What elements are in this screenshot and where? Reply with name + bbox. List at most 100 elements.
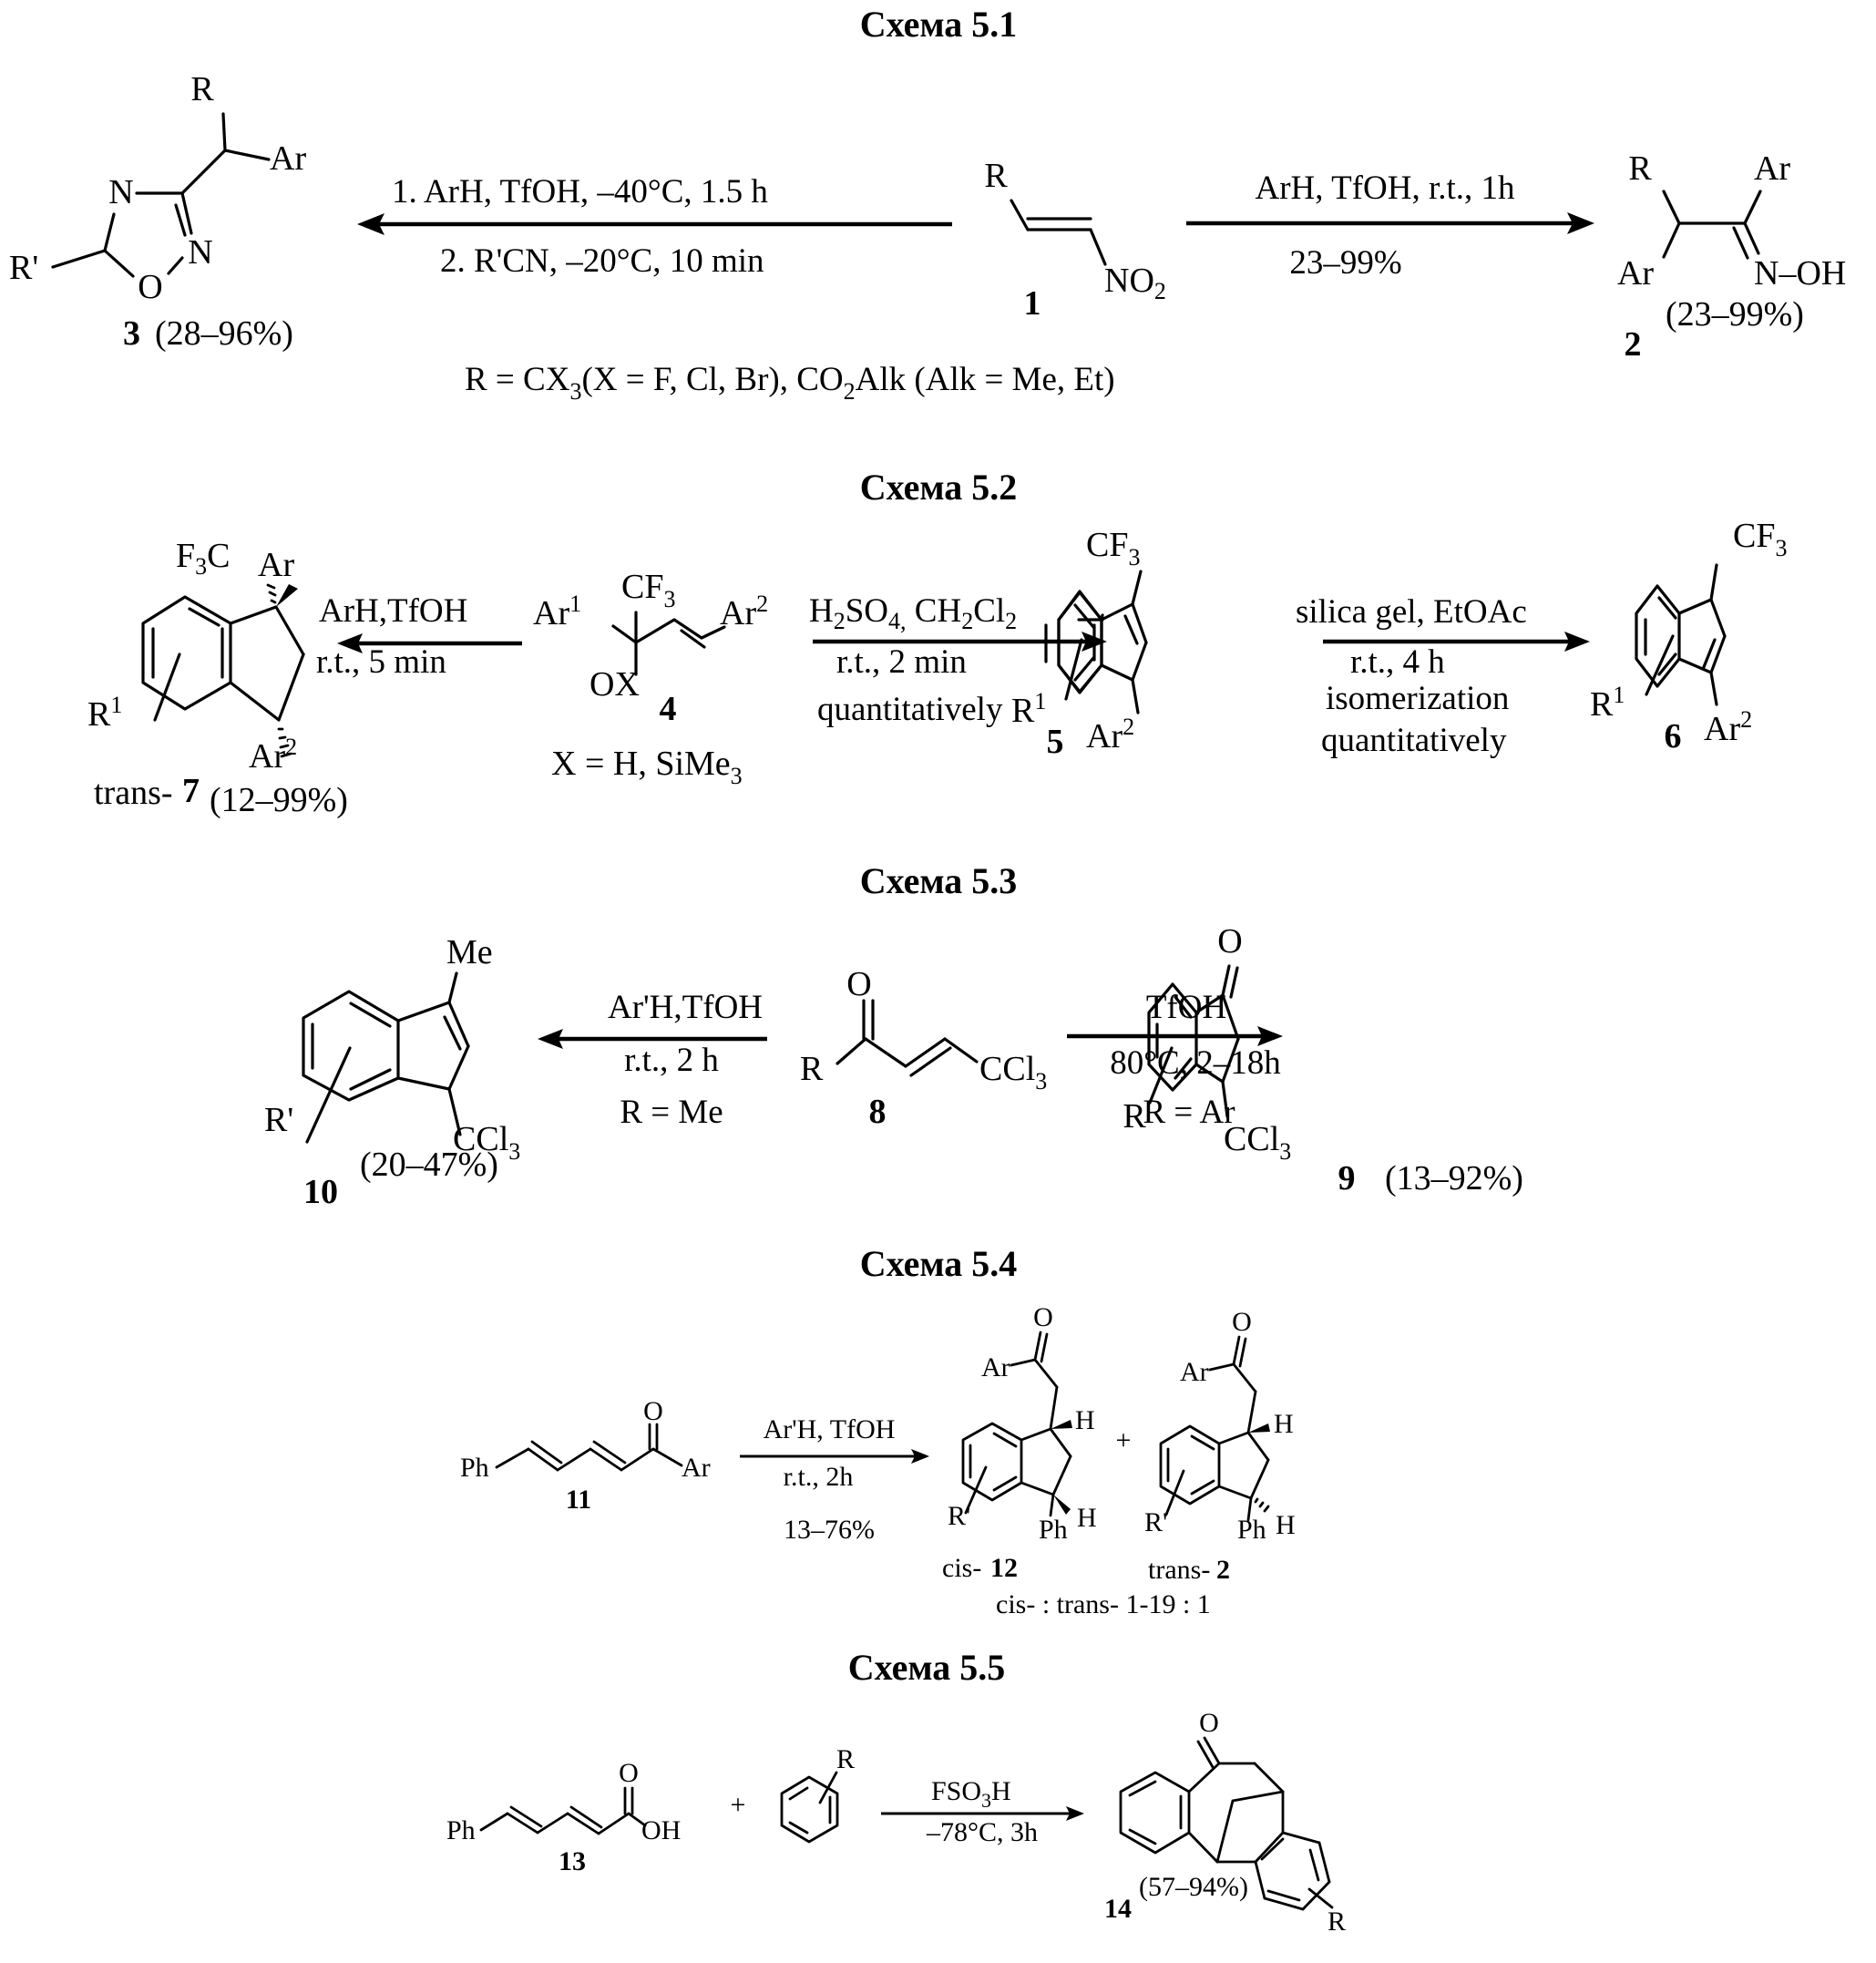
label-Ph: Ph [460, 1453, 489, 1483]
compound-number: 14 [1104, 1894, 1132, 1924]
yield-label: (28–96%) [155, 314, 293, 353]
label-R1: R1 [1590, 682, 1625, 724]
yield-line: 13–76% [784, 1515, 875, 1545]
yield-label: (57–94%) [1139, 1872, 1248, 1902]
arrow-head [1564, 632, 1590, 652]
label-Ph: Ph [1237, 1515, 1266, 1545]
label-Ar: Ar [1617, 254, 1654, 293]
condition-line-1: silica gel, EtOAc [1296, 593, 1527, 631]
condition-line-1: ArH, TfOH, r.t., 1h [1255, 170, 1515, 207]
label-R: R [190, 70, 214, 108]
label-Ph: Ph [1039, 1515, 1068, 1545]
arrow-head [1567, 212, 1594, 234]
label-N: N [108, 173, 133, 211]
compound-5-structure [1044, 570, 1148, 714]
compound-number: 13 [559, 1846, 586, 1876]
compound-14-structure [1119, 1736, 1334, 1911]
label-Ph: Ph [446, 1815, 476, 1845]
label-Ar2: Ar2 [1086, 714, 1134, 755]
label-F3C: F3C [176, 537, 231, 580]
compound-4-structure [611, 611, 726, 676]
label-CF3: CF3 [1086, 526, 1140, 570]
condition-line-2: r.t., 5 min [316, 643, 446, 681]
label-Ar2: Ar2 [1704, 706, 1752, 748]
condition-line-4: quantitatively [1321, 722, 1507, 759]
compound-10-structure [302, 971, 470, 1144]
condition-line-1: FSO3H [931, 1776, 1011, 1812]
label-OX: OX [589, 665, 640, 704]
compound-number: 5 [1047, 723, 1064, 761]
label-OH: OH [641, 1815, 681, 1845]
condition-line-1: 1. ArH, TfOH, –40°C, 1.5 h [392, 173, 768, 211]
compound-number: 7 [182, 772, 200, 810]
compound-8-structure [835, 999, 979, 1077]
condition-line-3: quantitatively [817, 691, 1003, 728]
label-R-prime: R' [948, 1501, 970, 1531]
label-R: R [984, 157, 1008, 195]
scheme-title: Схема 5.1 [860, 4, 1018, 45]
arrow-head [337, 633, 363, 653]
label-O: O [1199, 1708, 1219, 1738]
label-CF3: CF3 [1733, 517, 1787, 561]
compound-number: 4 [660, 690, 677, 728]
scheme-5-3: Схема 5.3 Me R' CCl3 (20–47%) 10 Ar'H,Tf… [264, 860, 1523, 1211]
compound-prefix: trans- [94, 774, 173, 812]
compound-13-structure [479, 1786, 647, 1835]
plus-sign: + [1116, 1425, 1132, 1455]
label-R: R [1628, 149, 1652, 188]
arrow-head [538, 1029, 563, 1049]
compound-prefix: cis- [942, 1553, 981, 1583]
scheme-5-5: Схема 5.5 Ph O OH 13 + R [446, 1647, 1346, 1937]
label-Ar: Ar [981, 1352, 1010, 1382]
condition-line-2: –78°C, 3h [926, 1817, 1038, 1847]
scheme-5-4: Схема 5.4 Ph O Ar 11 Ar'H, TfOH r.t., 2h… [460, 1243, 1296, 1619]
compound-number: 9 [1338, 1159, 1356, 1197]
compound-cis-12-structure [961, 1331, 1072, 1517]
label-R-prime: R' [1144, 1507, 1167, 1537]
label-O: O [1217, 922, 1242, 961]
label-CCl3: CCl3 [1224, 1120, 1291, 1165]
label-R1: R1 [87, 692, 122, 734]
compound-3-structure [51, 112, 271, 278]
label-Ar2: Ar2 [249, 734, 297, 776]
compound-number: 10 [303, 1173, 338, 1211]
compound-number: 1 [1024, 284, 1041, 323]
label-NO2: NO2 [1104, 262, 1166, 304]
condition-line-1: H2SO4, CH2Cl2 [809, 592, 1017, 634]
arrow-head [357, 213, 384, 235]
label-H: H [1077, 1503, 1097, 1533]
label-R: R [800, 1050, 824, 1088]
condition-line-3: isomerization [1326, 680, 1509, 717]
scheme-5-2: Схема 5.2 F3C Ar R1 Ar2 trans- 7 (12– [87, 467, 1787, 819]
arrow-head [1066, 1806, 1084, 1821]
compound-number: 2 [1625, 325, 1642, 364]
condition-line-1: TfOH [1146, 989, 1226, 1026]
label-CCl3: CCl3 [979, 1050, 1047, 1095]
scheme-title: Схема 5.3 [860, 860, 1018, 901]
arrow-head [1257, 1026, 1283, 1046]
compound-6-structure [1635, 563, 1727, 706]
isomer-ratio: cis- : trans- 1-19 : 1 [996, 1589, 1211, 1619]
label-H: H [1274, 1409, 1294, 1439]
arene-structure [780, 1771, 839, 1844]
scheme-title: Схема 5.2 [860, 467, 1018, 508]
condition-line-3: R = Me [620, 1094, 723, 1131]
condition-line-2: r.t., 2 h [624, 1042, 719, 1079]
label-CCl3: CCl3 [453, 1120, 520, 1165]
arrow-head [911, 1449, 929, 1464]
scheme-title: Схема 5.4 [860, 1243, 1018, 1284]
scheme-title: Схема 5.5 [848, 1647, 1006, 1688]
yield-label: (20–47%) [360, 1146, 498, 1184]
label-Ar: Ar [1180, 1357, 1209, 1387]
label-H: H [1075, 1405, 1095, 1435]
label-R-prime: R' [264, 1101, 293, 1139]
compound-7-structure [141, 583, 305, 758]
condition-line-1: ArH,TfOH [319, 592, 467, 630]
label-O: O [643, 1396, 663, 1426]
condition-line-2: r.t., 2 min [836, 643, 967, 681]
label-O: O [1033, 1302, 1053, 1332]
label-R: R [1328, 1906, 1346, 1937]
label-H: H [1276, 1510, 1296, 1540]
scheme-5-1: Схема 5.1 R Ar N N O R' 3 (28–96%) 1. Ar… [9, 4, 1846, 405]
